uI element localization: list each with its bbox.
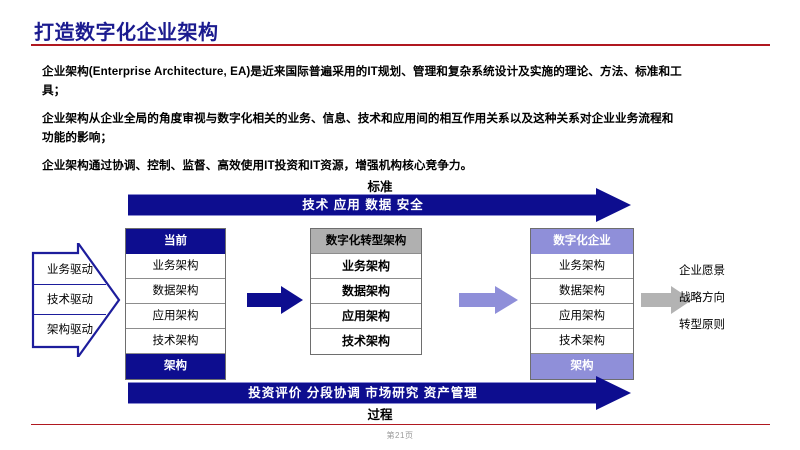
column-header: 数字化企业 <box>531 229 633 254</box>
outcome-item: 企业愿景 <box>679 265 725 277</box>
bottom-band-arrowhead-icon <box>596 376 631 410</box>
chevron-shape-icon <box>31 243 121 357</box>
bottom-band-text: 投资评价 分段协调 市场研究 资产管理 <box>248 386 478 400</box>
title-divider <box>31 44 770 46</box>
column-cell: 数据架构 <box>531 279 633 304</box>
paragraph-2: 企业架构从企业全局的角度审视与数字化相关的业务、信息、技术和应用间的相互作用关系… <box>42 112 674 144</box>
page-title: 打造数字化企业架构 <box>34 22 219 44</box>
footer-divider <box>31 424 770 426</box>
column-header: 当前 <box>126 229 225 254</box>
top-band-label: 标准 <box>367 180 393 194</box>
column-cell: 应用架构 <box>126 304 225 329</box>
column-digital-enterprise: 数字化企业 业务架构 数据架构 应用架构 技术架构 架构 <box>530 228 634 380</box>
driver-row: 架构驱动 <box>47 324 93 336</box>
column-cell: 数据架构 <box>311 279 421 304</box>
column-header: 数字化转型架构 <box>311 229 421 254</box>
driver-row: 技术驱动 <box>34 285 106 315</box>
column-cell: 业务架构 <box>126 254 225 279</box>
column-transformation-architecture: 数字化转型架构 业务架构 数据架构 应用架构 技术架构 <box>310 228 422 355</box>
drivers-chevron: 业务驱动 技术驱动 架构驱动 <box>30 243 122 357</box>
top-band-shaft <box>128 194 598 216</box>
body-text-block: 企业架构(Enterprise Architecture, EA)是近来国际普遍… <box>42 62 682 175</box>
top-band-arrow: 技术 应用 数据 安全 <box>128 188 631 222</box>
paragraph-1: 企业架构(Enterprise Architecture, EA)是近来国际普遍… <box>42 65 682 97</box>
arrow-head <box>281 286 303 314</box>
outcome-item: 转型原则 <box>679 319 725 331</box>
column-footer: 架构 <box>531 354 633 379</box>
transition-arrow-2-icon <box>459 286 519 314</box>
outcome-item: 战略方向 <box>679 292 725 304</box>
paragraph-3: 企业架构通过协调、控制、监督、高效使用IT投资和IT资源，增强机构核心竞争力。 <box>42 159 473 172</box>
column-cell: 技术架构 <box>126 329 225 354</box>
page-number: 第21页 <box>386 431 414 440</box>
top-band-text: 技术 应用 数据 安全 <box>302 198 424 212</box>
bottom-band-shaft <box>128 382 598 404</box>
outcomes-list: 企业愿景 战略方向 转型原则 <box>679 258 789 339</box>
column-cell: 业务架构 <box>531 254 633 279</box>
outcome-arrow-icon <box>641 286 693 314</box>
arrow-shaft <box>247 293 283 307</box>
arrow-shaft <box>459 293 497 307</box>
column-cell: 技术架构 <box>311 329 421 354</box>
driver-row-list: 业务驱动 技术驱动 架构驱动 <box>34 255 106 345</box>
bottom-band-arrow: 投资评价 分段协调 市场研究 资产管理 <box>128 376 631 410</box>
transition-arrow-1-icon <box>247 286 303 314</box>
arrow-head <box>671 286 692 314</box>
column-cell: 业务架构 <box>311 254 421 279</box>
column-cell: 数据架构 <box>126 279 225 304</box>
column-footer: 架构 <box>126 354 225 379</box>
top-band-arrowhead-icon <box>596 188 631 222</box>
column-current-architecture: 当前 业务架构 数据架构 应用架构 技术架构 架构 <box>125 228 226 380</box>
arrow-shaft <box>641 293 673 307</box>
bottom-band-label: 过程 <box>367 408 393 422</box>
arrow-head <box>495 286 518 314</box>
column-cell: 技术架构 <box>531 329 633 354</box>
column-cell: 应用架构 <box>311 304 421 329</box>
column-cell: 应用架构 <box>531 304 633 329</box>
driver-row: 业务驱动 <box>34 255 106 285</box>
